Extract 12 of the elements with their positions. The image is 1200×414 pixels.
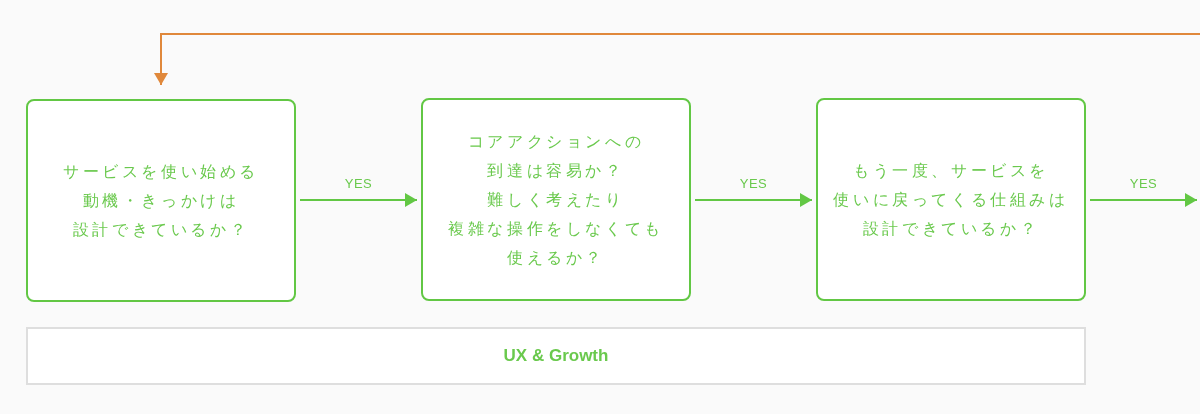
arrow: [694, 193, 813, 207]
band-label: UX & Growth: [503, 346, 609, 366]
question-text: サービスを使い始める動機・きっかけは設計できているか？: [63, 162, 259, 240]
question-card: [26, 99, 296, 302]
arrow: [299, 193, 418, 207]
arrow: [154, 33, 1200, 86]
question-text: コアアクションへの到達は容易か？難しく考えたり複雑な操作をしなくても使えるか？: [448, 132, 664, 268]
category-band: [26, 327, 1086, 385]
question-card: [816, 98, 1086, 301]
question-card: [421, 98, 691, 301]
arrow: [1089, 193, 1198, 207]
question-text: もう一度、サービスを使いに戻ってくる仕組みは設計できているか？: [833, 161, 1069, 239]
